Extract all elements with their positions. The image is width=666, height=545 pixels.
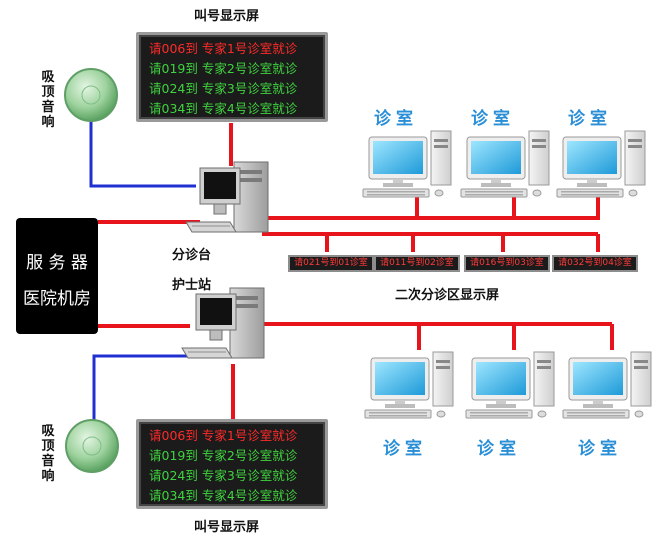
led-line: 请019到 专家2号诊室就诊 bbox=[149, 448, 298, 463]
top-call-display: 请006到 专家1号诊室就诊 请019到 专家2号诊室就诊 请024到 专家3号… bbox=[136, 32, 328, 122]
server-box: 服 务 器 医院机房 bbox=[16, 218, 98, 334]
ceiling-speaker-top bbox=[64, 68, 118, 122]
server-label: 服 务 器 bbox=[26, 253, 88, 273]
room-pc-bottom-2 bbox=[465, 351, 555, 419]
secondary-display-4: 请032号到04诊室 bbox=[552, 255, 638, 272]
top-speaker-label: 吸顶音响 bbox=[41, 70, 55, 130]
room-label-bottom-2: 诊室 bbox=[477, 439, 521, 459]
red-network-lines bbox=[98, 123, 614, 420]
led-line: 请019到 专家2号诊室就诊 bbox=[149, 61, 298, 76]
secondary-display-1: 请021号到01诊室 bbox=[288, 255, 374, 272]
triage-desk-label: 分诊台 bbox=[172, 248, 212, 263]
nurse-station-label: 护士站 bbox=[172, 278, 212, 293]
room-pc-bottom-3 bbox=[562, 351, 652, 419]
room-label-bottom-1: 诊室 bbox=[383, 439, 427, 459]
room-label-top-1: 诊室 bbox=[374, 109, 418, 129]
secondary-display-label: 二次分诊区显示屏 bbox=[395, 288, 500, 303]
bottom-call-display: 请006到 专家1号诊室就诊 请019到 专家2号诊室就诊 请024到 专家3号… bbox=[136, 419, 328, 509]
server-location-label: 医院机房 bbox=[23, 289, 91, 309]
led-line: 请024到 专家3号诊室就诊 bbox=[149, 81, 298, 96]
bottom-speaker-label: 吸顶音响 bbox=[41, 424, 55, 484]
room-pc-bottom-1 bbox=[364, 351, 454, 419]
blue-audio-lines bbox=[89, 117, 196, 422]
led-line: 请006到 专家1号诊室就诊 bbox=[149, 41, 298, 56]
room-pc-top-1 bbox=[362, 130, 452, 198]
room-pc-top-2 bbox=[460, 130, 550, 198]
room-label-top-3: 诊室 bbox=[568, 109, 612, 129]
secondary-display-3: 请016号到03诊室 bbox=[464, 255, 550, 272]
nurse-workstation bbox=[181, 287, 265, 359]
room-label-bottom-3: 诊室 bbox=[578, 439, 622, 459]
led-line: 请024到 专家3号诊室就诊 bbox=[149, 468, 298, 483]
ceiling-speaker-bottom bbox=[65, 419, 119, 473]
top-display-label: 叫号显示屏 bbox=[194, 9, 260, 24]
led-line: 请034到 专家4号诊室就诊 bbox=[149, 488, 298, 503]
triage-workstation bbox=[185, 161, 269, 233]
bottom-display-label: 叫号显示屏 bbox=[194, 520, 260, 535]
led-line: 请034到 专家4号诊室就诊 bbox=[149, 101, 298, 116]
room-pc-top-3 bbox=[556, 130, 646, 198]
secondary-display-2: 请011号到02诊室 bbox=[374, 255, 460, 272]
room-label-top-2: 诊室 bbox=[471, 109, 515, 129]
led-line: 请006到 专家1号诊室就诊 bbox=[149, 428, 298, 443]
